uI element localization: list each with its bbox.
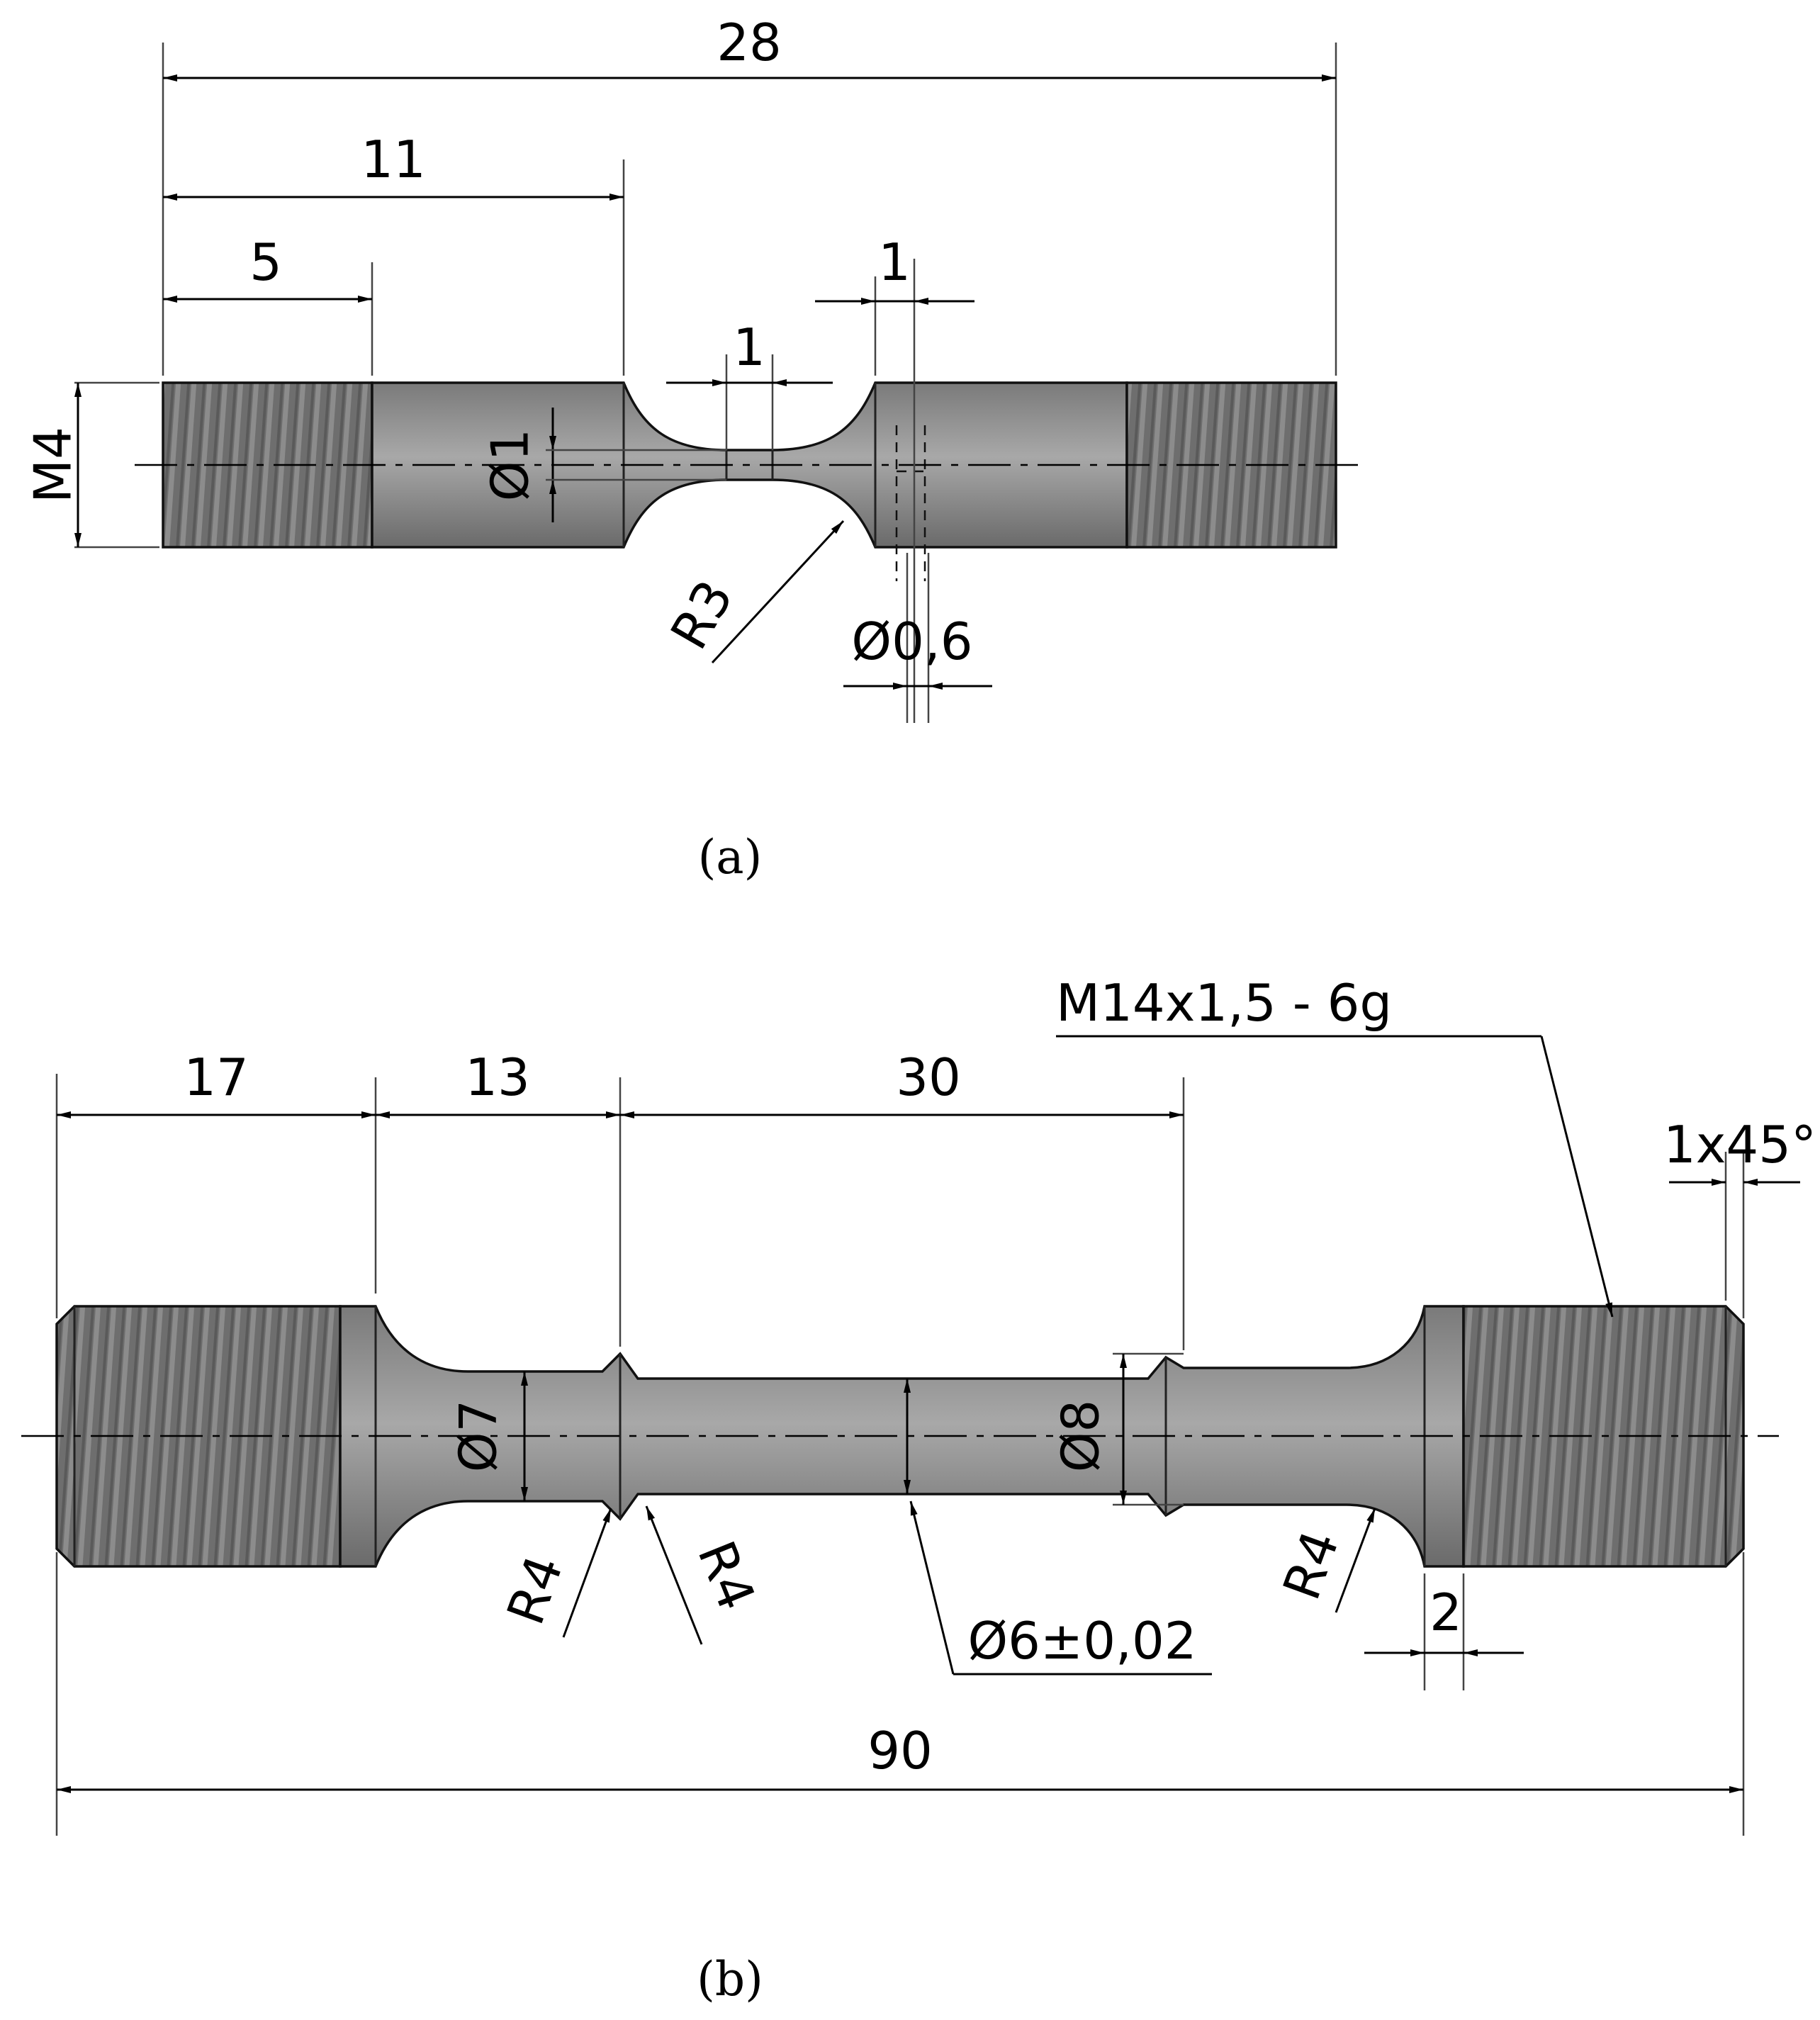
dim-b-radius-right: R4 (1271, 1523, 1351, 1607)
dim-b-shoulder-len: 13 (465, 1048, 530, 1107)
dim-b-radius-left: R4 (495, 1548, 575, 1632)
dim-a-thread-len: 5 (249, 232, 282, 292)
dim-a-overall: 28 (717, 13, 782, 72)
figure-a: 28 11 5 1 1 M4 Ø1 R3 Ø0,6 (a) (23, 13, 1364, 885)
dim-b-gauge-dia: Ø6±0,02 (967, 1611, 1196, 1671)
dim-b-chamfer: 1x45° (1663, 1115, 1816, 1174)
dim-a-shoulder: 1 (878, 232, 911, 292)
dim-b-thread-spec: M14x1,5 - 6g (1056, 973, 1392, 1033)
dim-b-overall: 90 (867, 1721, 933, 1780)
dim-b-dia8: Ø8 (1051, 1400, 1111, 1472)
dim-a-hole-dia: Ø0,6 (851, 612, 972, 671)
figure-b: 17 13 30 M14x1,5 - 6g 1x45° Ø7 Ø8 R4 R4 … (21, 973, 1816, 2007)
dim-b-gauge-len: 30 (896, 1048, 961, 1107)
dim-a-neck-len: 1 (733, 318, 765, 377)
dim-b-land: 2 (1429, 1583, 1462, 1642)
thread-left-a (162, 381, 373, 549)
dim-b-thread-len: 17 (184, 1048, 249, 1107)
caption-a: (a) (698, 830, 763, 885)
part-b-body (21, 1305, 1779, 1568)
caption-b: (b) (697, 1952, 763, 2007)
part-a-body (135, 381, 1364, 581)
dim-a-radius: R3 (659, 571, 745, 659)
dim-a-thread: M4 (23, 427, 83, 503)
dim-a-neck-dia: Ø1 (481, 429, 540, 501)
dim-a-gauge-start: 11 (361, 130, 426, 189)
dim-b-dia7: Ø7 (449, 1400, 508, 1472)
dim-b-radius-mid: R4 (686, 1533, 767, 1618)
